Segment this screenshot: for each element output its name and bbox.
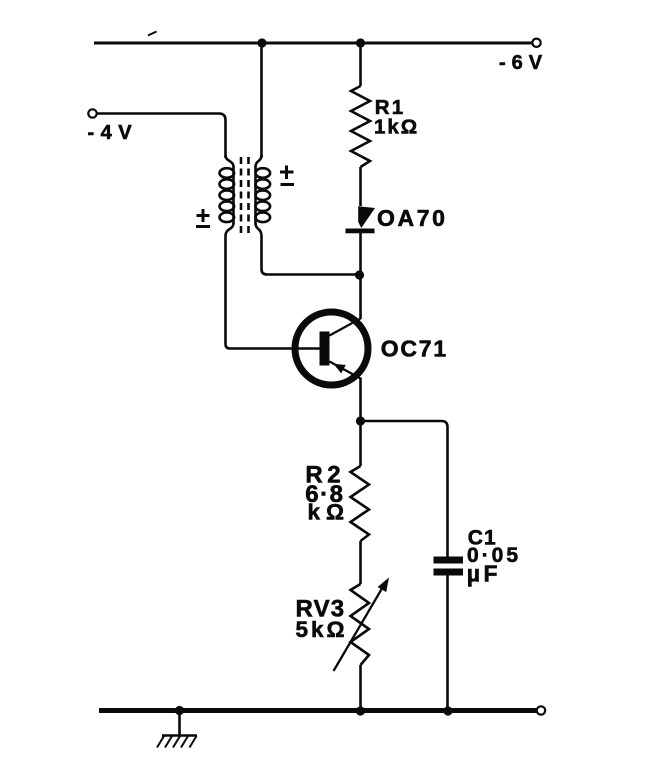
svg-text:-6V: -6V [499, 52, 548, 74]
svg-text:1kΩ: 1kΩ [374, 116, 419, 139]
svg-text:OA70: OA70 [377, 205, 447, 231]
svg-text:kΩ: kΩ [308, 500, 351, 525]
svg-text:RV3: RV3 [296, 596, 346, 623]
svg-text:R1: R1 [375, 96, 406, 119]
svg-text:C1: C1 [468, 527, 497, 550]
svg-text:5kΩ: 5kΩ [296, 617, 348, 642]
svg-text:R2: R2 [305, 462, 345, 489]
svg-text:-4V: -4V [88, 122, 139, 144]
svg-text:6·8: 6·8 [305, 481, 344, 508]
svg-text:0·05: 0·05 [467, 544, 521, 567]
svg-text:µF: µF [467, 561, 501, 587]
svg-text:OC71: OC71 [381, 336, 448, 362]
